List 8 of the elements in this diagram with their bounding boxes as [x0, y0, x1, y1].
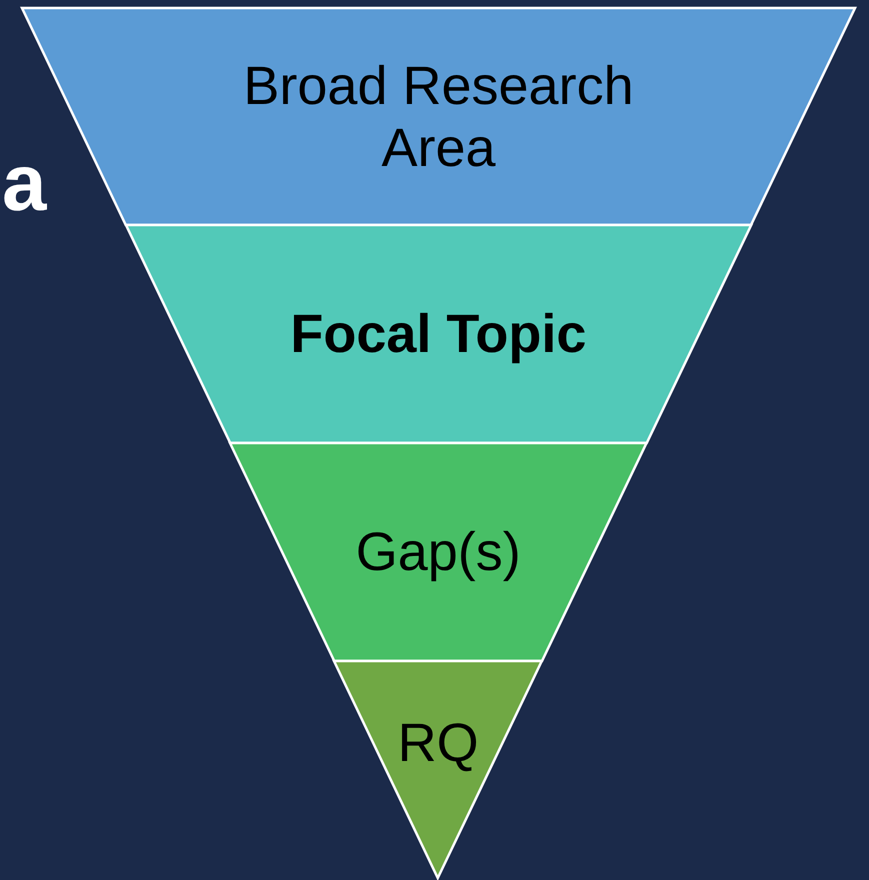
band-label: Broad Research Area	[242, 54, 635, 178]
funnel-band	[334, 661, 542, 878]
band-label: RQ	[396, 712, 480, 774]
band-heading: Focal Topic	[289, 303, 588, 365]
cropped-heading-text: a	[2, 138, 46, 228]
band-label: Gap(s)	[354, 521, 522, 583]
funnel-band	[230, 443, 646, 661]
funnel-band	[126, 225, 751, 443]
